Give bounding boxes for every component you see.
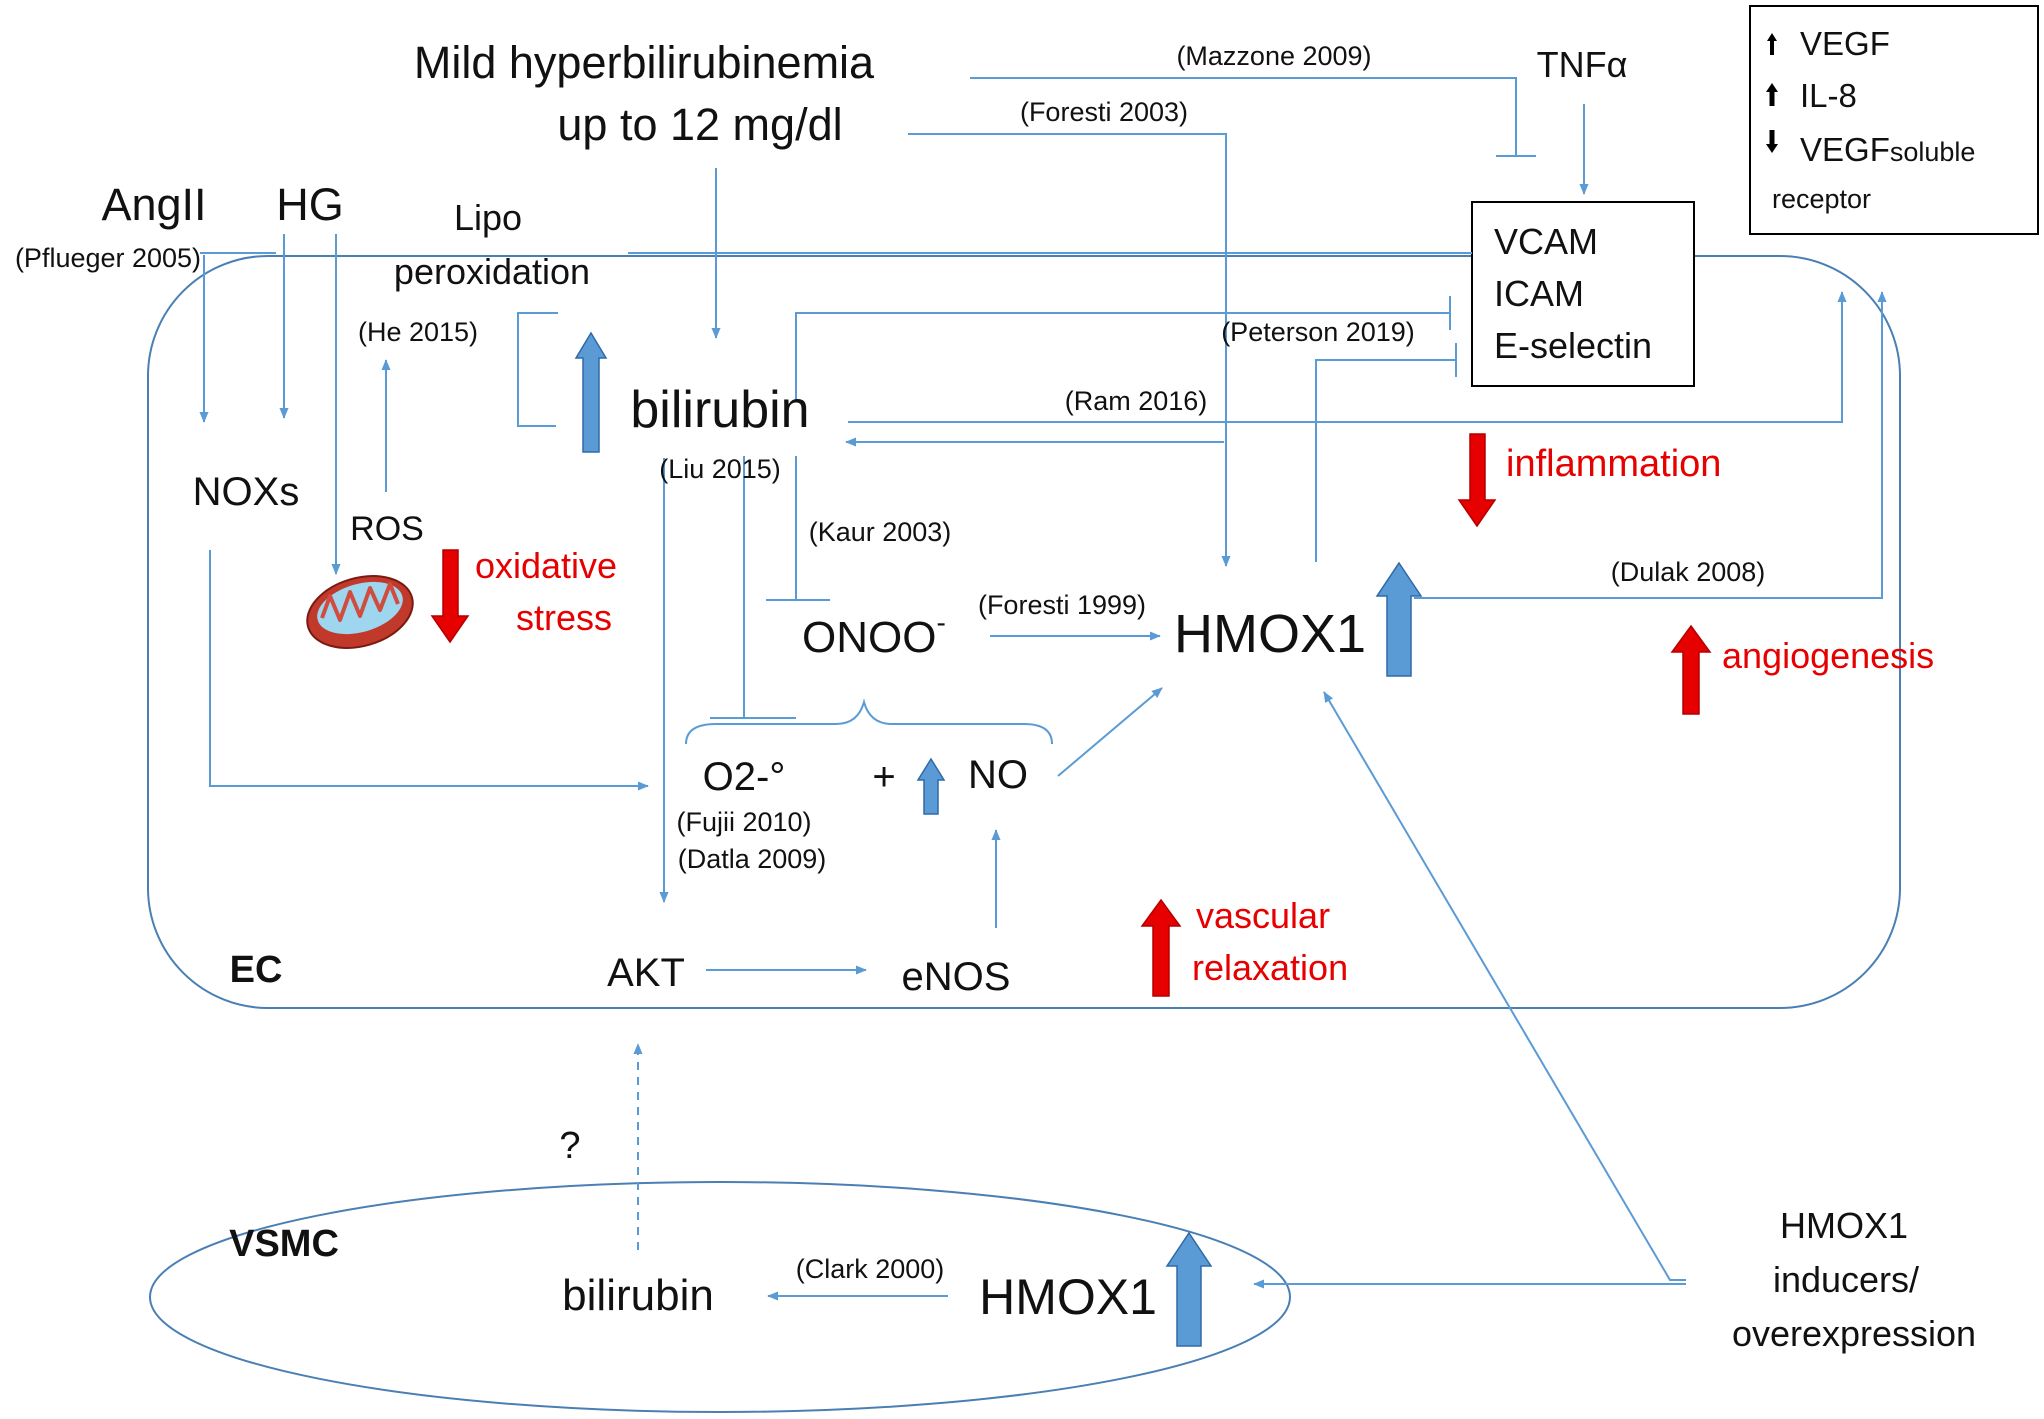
lipoperoxidation-label-line2: peroxidation	[394, 251, 590, 292]
mild-hyperbilirubinemia-threshold: up to 12 mg/dl	[557, 99, 842, 150]
citation-foresti-1999: (Foresti 1999)	[978, 590, 1146, 620]
akt-label: AKT	[607, 951, 685, 995]
ec-cell-boundary	[147, 255, 1901, 1009]
connectors	[199, 77, 1887, 1301]
ec-cell-label: EC	[230, 949, 283, 991]
mild-hyperbilirubinemia-label: Mild hyperbilirubinemia	[414, 37, 875, 88]
citation-pflueger-2005: (Pflueger 2005)	[15, 243, 201, 273]
legend-vegf-soluble: VEGFsoluble	[1800, 131, 1975, 168]
adhesion-molecules-box	[1471, 201, 1695, 387]
legend-arrows	[1766, 33, 1778, 153]
angiogenesis-increase-arrow	[1670, 624, 1712, 715]
oxidative-stress-label-line2: stress	[516, 597, 612, 638]
citation-liu-2015: (Liu 2015)	[659, 454, 781, 484]
vsmc-cell-label: VSMC	[229, 1223, 339, 1265]
citation-fujii-2010: (Fujii 2010)	[676, 807, 811, 837]
legend-vegf: VEGF	[1800, 25, 1890, 62]
oxidative-stress-decrease-arrow	[430, 549, 470, 644]
citation-mazzone-2009: (Mazzone 2009)	[1176, 41, 1371, 71]
hmox1-ec-label: HMOX1	[1174, 604, 1366, 664]
vascular-relaxation-label-line2: relaxation	[1192, 947, 1348, 988]
o2-no-brace	[685, 698, 1053, 745]
inducers-label-line3: overexpression	[1732, 1313, 1976, 1354]
noxs-label: NOXs	[193, 470, 300, 514]
inflammation-decrease-arrow	[1457, 433, 1497, 528]
legend-vegf-soluble-main: VEGF	[1800, 131, 1890, 168]
legend-up-arrow-il8	[1766, 83, 1778, 106]
inducers-label-line1: HMOX1	[1780, 1205, 1908, 1246]
legend-box	[1749, 5, 2039, 235]
vascular-relaxation-label-line1: vascular	[1196, 895, 1330, 936]
oxidative-stress-label-line1: oxidative	[475, 545, 617, 586]
hmox1-inhibit-adhesion-line	[1315, 359, 1456, 562]
onoo-label: ONOO-	[802, 607, 946, 662]
citation-datla-2009: (Datla 2009)	[678, 844, 827, 874]
foresti2003-arrow	[908, 133, 1231, 567]
legend-il8: IL-8	[1800, 77, 1857, 114]
block-arrows	[430, 331, 1712, 1347]
legend-up-arrow-vegf	[1767, 33, 1777, 55]
hmox1-vsmc-label: HMOX1	[979, 1269, 1157, 1325]
peterson-inhibit-line	[795, 312, 1450, 400]
icam-label: ICAM	[1494, 273, 1584, 314]
bilirubin-vsmc-label: bilirubin	[562, 1271, 714, 1320]
eselectin-label: E-selectin	[1494, 325, 1652, 366]
ros-label: ROS	[350, 510, 424, 548]
ram-angiogenesis-arrow	[848, 291, 1847, 423]
inducers-label-line2: inducers/	[1773, 1259, 1919, 1300]
legend-down-arrow-vegfsoluble	[1766, 130, 1778, 153]
citation-peterson-2019: (Peterson 2019)	[1221, 317, 1415, 347]
noxs-to-o2-arrow	[209, 550, 649, 791]
angiogenesis-label: angiogenesis	[1722, 635, 1934, 676]
angii-label: AngII	[101, 179, 206, 230]
citation-dulak-2008: (Dulak 2008)	[1611, 557, 1766, 587]
no-label: NO	[968, 753, 1028, 797]
enos-label: eNOS	[902, 955, 1011, 999]
vsmc-hmox1-increase-arrow	[1165, 1231, 1213, 1347]
bilirubin-ec-label: bilirubin	[630, 381, 809, 439]
plus-sign: +	[872, 755, 895, 799]
citation-foresti-2003: (Foresti 2003)	[1020, 97, 1188, 127]
mitochondrion-icon	[306, 575, 414, 649]
mazzone-inhibit-line	[970, 77, 1517, 156]
bilirubin-increase-arrow	[574, 331, 608, 453]
inducers-to-hmox1-arrow	[1323, 691, 1686, 1281]
citation-ram-2016: (Ram 2016)	[1065, 386, 1208, 416]
tnf-label: TNFα	[1537, 44, 1628, 85]
no-to-hmox1-arrow	[1057, 687, 1163, 777]
citation-clark-2000: (Clark 2000)	[796, 1254, 945, 1284]
no-increase-arrow	[916, 757, 946, 815]
vcam-label: VCAM	[1494, 221, 1598, 262]
hmox1-increase-arrow	[1375, 561, 1423, 677]
dulak-angiogenesis-arrow	[1414, 291, 1887, 599]
onoo-label-main: ONOO	[802, 613, 936, 662]
citation-kaur-2003: (Kaur 2003)	[809, 517, 952, 547]
hg-label: HG	[276, 179, 344, 230]
o2-superoxide-label: O2-°	[703, 755, 786, 799]
legend-vegf-soluble-sub: soluble	[1890, 137, 1976, 167]
unknown-link-question-mark: ?	[559, 1125, 580, 1167]
inflammation-label: inflammation	[1506, 443, 1721, 485]
bilirubin-inhibit-lipo-line	[517, 312, 558, 427]
onoo-label-superscript: -	[936, 607, 945, 638]
citation-he-2015: (He 2015)	[358, 317, 478, 347]
vascular-relaxation-increase-arrow	[1140, 898, 1182, 997]
vsmc-cell-boundary	[149, 1181, 1291, 1413]
legend-receptor: receptor	[1772, 184, 1871, 214]
lipoperoxidation-label-line1: Lipo	[454, 197, 522, 238]
